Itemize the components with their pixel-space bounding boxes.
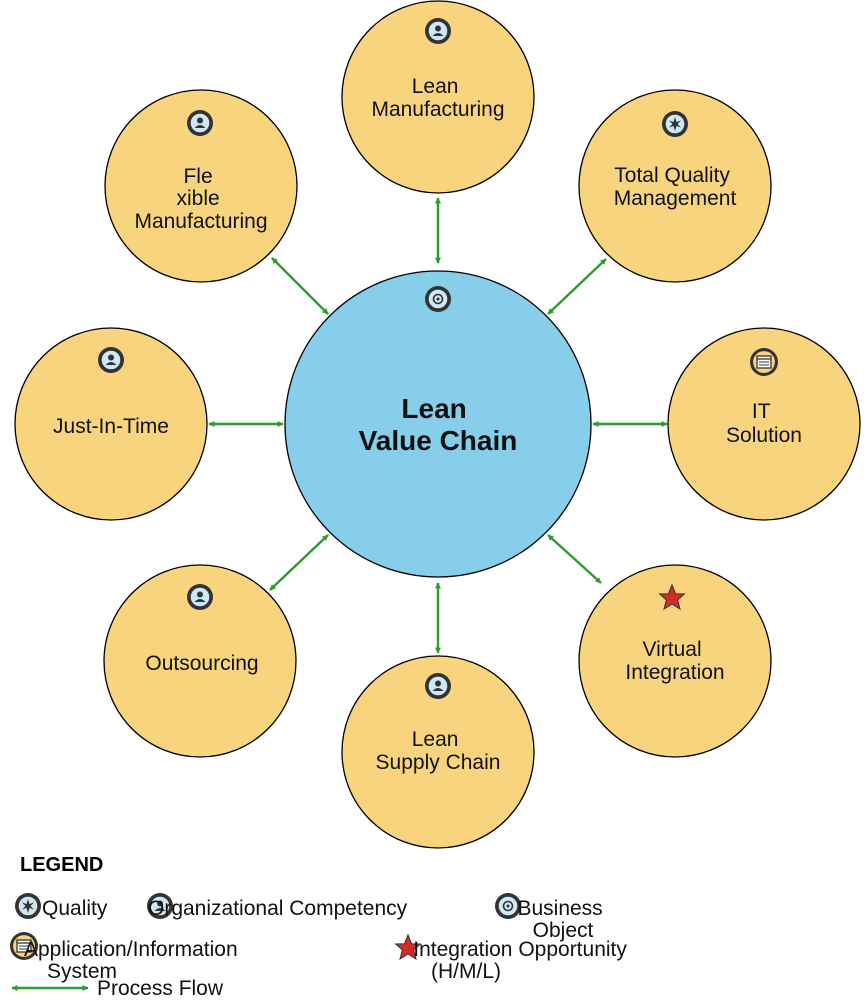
node-flexible-manufacturing[interactable]: Fle xible Manufacturing bbox=[104, 89, 298, 283]
node-label-line: Supply Chain bbox=[376, 751, 501, 774]
integration-opportunity-icon bbox=[394, 933, 422, 961]
organizational-competency-icon bbox=[187, 110, 213, 136]
node-circle bbox=[14, 327, 208, 521]
node-it-solution[interactable]: IT Solution bbox=[667, 327, 861, 521]
node-label: Lean Supply Chain bbox=[376, 728, 501, 774]
node-label-line: Virtual bbox=[643, 638, 702, 661]
organizational-competency-icon bbox=[425, 18, 451, 44]
node-circle bbox=[667, 327, 861, 521]
node-label-line: Solution bbox=[726, 424, 802, 447]
node-label-line: Outsourcing bbox=[145, 652, 258, 675]
node-lean-manufacturing[interactable]: Lean Manufacturing bbox=[341, 0, 535, 194]
node-label-line: Lean bbox=[412, 75, 459, 98]
node-virtual-integration[interactable]: Virtual Integration bbox=[578, 564, 772, 758]
flow-arrow-flexible-manufacturing bbox=[271, 257, 329, 315]
node-total-quality-management[interactable]: Total Quality Management bbox=[578, 89, 772, 283]
node-circle bbox=[104, 89, 298, 283]
flow-arrow-virtual-integration bbox=[547, 534, 602, 584]
legend-label: Integration Opportunity (H/M/L) bbox=[413, 938, 632, 983]
node-label-line: Integration bbox=[625, 661, 724, 684]
node-label: Total Quality Management bbox=[614, 164, 737, 210]
node-outsourcing[interactable]: Outsourcing bbox=[103, 564, 297, 758]
legend-label: Process Flow bbox=[97, 977, 224, 1000]
flow-arrow-total-quality-management bbox=[547, 258, 607, 315]
center-node[interactable]: Lean Value Chain bbox=[284, 270, 592, 578]
quality-icon bbox=[15, 893, 41, 919]
legend-label-line: Application/Information bbox=[24, 938, 238, 961]
node-circle bbox=[341, 0, 535, 194]
legend-business-object: Business Object bbox=[495, 893, 608, 942]
legend-label: Application/Information System bbox=[24, 938, 243, 983]
application-information-system-icon bbox=[750, 348, 778, 376]
legend-quality: Quality bbox=[15, 893, 108, 920]
center-label: Lean Value Chain bbox=[359, 393, 518, 456]
legend-label: Business Object bbox=[517, 897, 608, 942]
legend-label-line: Organizational Competency bbox=[148, 897, 408, 920]
node-lean-supply-chain[interactable]: Lean Supply Chain bbox=[341, 655, 535, 849]
node-circle bbox=[341, 655, 535, 849]
flow-arrow-outsourcing bbox=[269, 534, 329, 591]
node-label-line: Management bbox=[614, 187, 737, 210]
node-label-line: Manufacturing bbox=[371, 98, 504, 121]
node-label-line: Just-In-Time bbox=[53, 415, 169, 438]
node-just-in-time[interactable]: Just-In-Time bbox=[14, 327, 208, 521]
center-label-line-2: Value Chain bbox=[359, 425, 518, 456]
quality-icon bbox=[662, 111, 688, 137]
legend-label-line: Process Flow bbox=[97, 977, 224, 1000]
legend: LEGEND Quality Organizational Competency bbox=[10, 854, 632, 1000]
node-label-line: Manufacturing bbox=[134, 210, 267, 233]
legend-process-flow: Process Flow bbox=[11, 977, 224, 1000]
integration-opportunity-icon bbox=[658, 583, 686, 611]
center-circle bbox=[284, 270, 592, 578]
node-circle bbox=[578, 89, 772, 283]
legend-label: Organizational Competency bbox=[148, 897, 408, 920]
node-label-line: Lean bbox=[412, 728, 459, 751]
process-flow-arrows bbox=[208, 197, 668, 654]
legend-label-line: System bbox=[47, 960, 117, 983]
node-label: Just-In-Time bbox=[53, 415, 169, 438]
application-information-system-icon bbox=[10, 932, 38, 960]
business-object-icon bbox=[425, 286, 451, 312]
legend-label-line: (H/M/L) bbox=[431, 960, 501, 983]
legend-organizational-competency: Organizational Competency bbox=[147, 893, 408, 920]
legend-label-line: Object bbox=[533, 919, 594, 942]
legend-integration-opportunity: Integration Opportunity (H/M/L) bbox=[394, 933, 632, 983]
organizational-competency-icon bbox=[187, 584, 213, 610]
node-label: Outsourcing bbox=[145, 652, 258, 675]
node-label-line: IT bbox=[752, 400, 771, 423]
legend-application-system: Application/Information System bbox=[10, 932, 243, 983]
organizational-competency-icon bbox=[147, 893, 173, 919]
node-circle bbox=[103, 564, 297, 758]
legend-title: LEGEND bbox=[20, 854, 103, 876]
organizational-competency-icon bbox=[425, 673, 451, 699]
organizational-competency-icon bbox=[98, 347, 124, 373]
node-label: Fle xible Manufacturing bbox=[134, 165, 267, 233]
business-object-icon bbox=[495, 893, 521, 919]
node-label: Lean Manufacturing bbox=[371, 75, 504, 121]
legend-label-line: Quality bbox=[42, 897, 108, 920]
legend-label-line: Business bbox=[517, 897, 602, 920]
node-label-line: Fle bbox=[183, 165, 212, 188]
node-label-line: xible bbox=[176, 187, 219, 210]
legend-label: Quality bbox=[42, 897, 108, 920]
node-label-line: Total Quality bbox=[614, 164, 730, 187]
node-label: Virtual Integration bbox=[625, 638, 724, 684]
center-label-line-1: Lean bbox=[401, 393, 466, 424]
node-circle bbox=[578, 564, 772, 758]
legend-label-line: Integration Opportunity bbox=[413, 938, 627, 961]
node-label: IT Solution bbox=[726, 400, 802, 447]
